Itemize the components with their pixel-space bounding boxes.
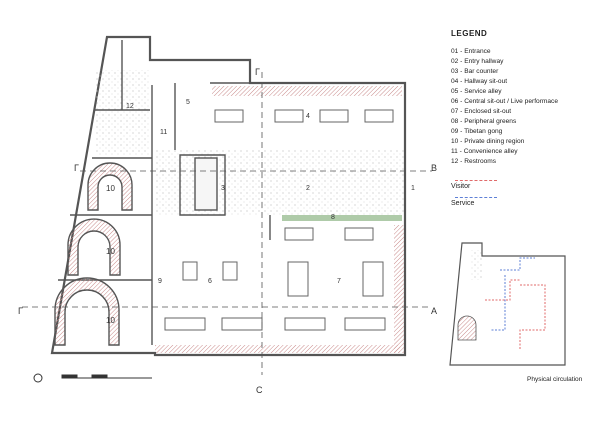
legend-item: 01 - Entrance bbox=[451, 48, 491, 55]
visitor-line bbox=[455, 180, 497, 181]
legend-item: 07 - Enclosed sit-out bbox=[451, 108, 512, 115]
label-central-sitout: 6 bbox=[208, 278, 212, 285]
scale-bar bbox=[33, 373, 152, 383]
inset-caption: Physical circulation bbox=[527, 376, 583, 383]
legend-item: 11 - Convenience alley bbox=[451, 148, 518, 155]
label-bar-counter: 3 bbox=[221, 185, 225, 192]
section-lines bbox=[22, 72, 432, 375]
label-tibetan-gong: 9 bbox=[158, 278, 162, 285]
tables bbox=[164, 109, 394, 331]
legend-item: 04 - Hallway sit-out bbox=[451, 78, 508, 85]
section-markers: A Γ B Γ Γ C bbox=[18, 67, 437, 395]
legend-list: 01 - Entrance 02 - Entry hallway 03 - Ba… bbox=[451, 47, 558, 167]
entry-hallway-floor bbox=[155, 150, 405, 215]
section-mark-b: B bbox=[431, 163, 437, 173]
legend-item: 02 - Entry hallway bbox=[451, 58, 504, 65]
label-hallway-sitout: 4 bbox=[306, 113, 310, 120]
legend-item: 05 - Service alley bbox=[451, 88, 502, 95]
label-private-dining-3: 10 bbox=[106, 316, 115, 325]
legend-item: 06 - Central sit-out / Live performace bbox=[451, 98, 559, 105]
section-mark-a: A bbox=[431, 306, 437, 316]
hatched-bands bbox=[155, 86, 404, 353]
legend-item: 09 - Tibetan gong bbox=[451, 128, 503, 135]
label-entrance: 1 bbox=[411, 185, 415, 192]
legend-item: 10 - Private dining region bbox=[451, 138, 525, 145]
label-private-dining-2: 10 bbox=[106, 247, 115, 256]
visitor-label: Visitor bbox=[451, 183, 471, 190]
service-label: Service bbox=[451, 200, 475, 207]
legend-item: 08 - Peripheral greens bbox=[451, 118, 517, 125]
section-mark-b-left: Γ bbox=[74, 163, 79, 173]
section-mark-c-top: Γ bbox=[255, 67, 260, 77]
label-service-alley: 5 bbox=[186, 99, 190, 106]
circulation-inset bbox=[449, 242, 566, 366]
section-mark-a-left: Γ bbox=[18, 306, 23, 316]
interior-walls bbox=[58, 40, 405, 345]
label-entry-hallway: 2 bbox=[306, 185, 310, 192]
label-peripheral-greens: 8 bbox=[331, 214, 335, 221]
service-line bbox=[455, 197, 497, 198]
label-restrooms: 12 bbox=[126, 103, 134, 110]
section-mark-c: C bbox=[256, 385, 263, 395]
room-labels: 1 2 3 4 5 6 7 8 9 10 10 10 11 12 bbox=[106, 99, 415, 325]
label-private-dining-1: 10 bbox=[106, 184, 115, 193]
label-convenience-alley: 11 bbox=[160, 129, 167, 136]
legend-title: LEGEND bbox=[451, 29, 488, 38]
private-dining-booths bbox=[54, 162, 133, 346]
label-enclosed-sitout: 7 bbox=[337, 278, 341, 285]
legend-item: 12 - Restrooms bbox=[451, 158, 497, 165]
legend-item: 03 - Bar counter bbox=[451, 68, 499, 75]
